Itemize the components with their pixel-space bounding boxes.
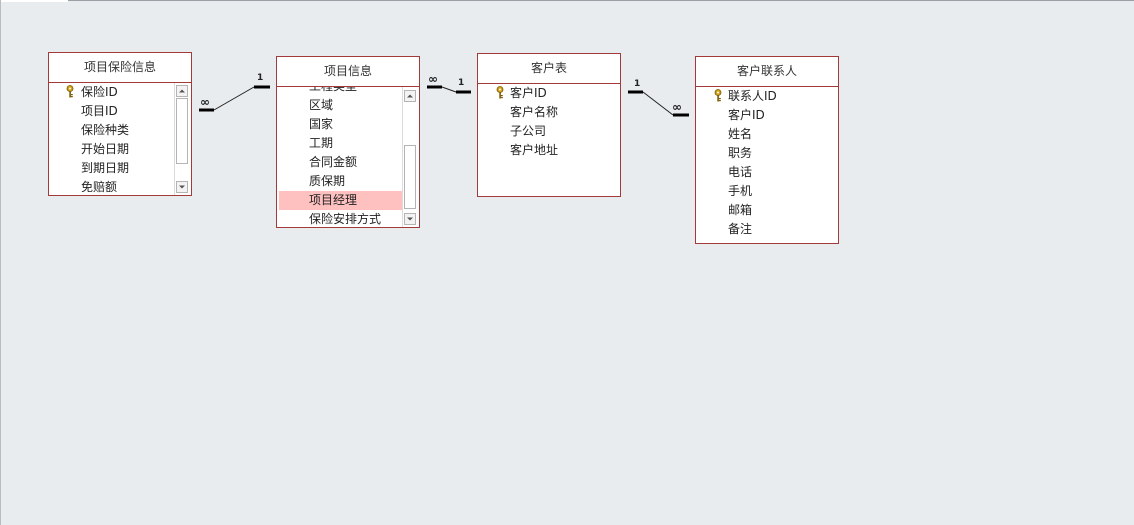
scroll-down-icon[interactable] <box>176 181 188 193</box>
field-item[interactable]: 客户ID <box>728 108 765 122</box>
rel1-many-label: ∞ <box>200 95 210 109</box>
relationship-project-customer[interactable] <box>427 85 471 94</box>
table-customer[interactable]: 客户表 客户ID 客户名称 子公司 客户地址 <box>477 53 621 197</box>
field-item[interactable]: 客户ID <box>510 86 547 100</box>
scroll-up-icon[interactable] <box>176 85 188 97</box>
field-item[interactable]: 保险安排方式 <box>309 212 382 226</box>
relationship-customer-contact[interactable] <box>628 90 689 117</box>
field-item[interactable]: 手机 <box>728 184 753 198</box>
rel3-one-label: 1 <box>634 79 641 89</box>
field-item[interactable]: 免赔额 <box>81 180 118 194</box>
rel1-one-label: 1 <box>257 73 264 83</box>
field-item[interactable]: 到期日期 <box>81 161 130 175</box>
field-item[interactable]: 子公司 <box>510 124 547 138</box>
scroll-thumb[interactable] <box>404 145 416 209</box>
field-item[interactable]: 项目ID <box>81 104 118 118</box>
field-item-selected[interactable]: 项目经理 <box>279 191 402 210</box>
field-list[interactable]: 工程类型 区域 国家 工期 合同金额 质保期 项目经理 保险安排方式 <box>277 87 419 227</box>
rel3-many-label: ∞ <box>672 100 682 114</box>
field-item[interactable]: 合同金额 <box>309 155 358 169</box>
table-project-info[interactable]: 项目信息 工程类型 区域 国家 工期 合同金额 质保期 项目经理 保险安排方式 <box>276 56 420 228</box>
scroll-thumb[interactable] <box>176 98 188 164</box>
field-item[interactable]: 客户地址 <box>510 143 559 157</box>
field-list[interactable]: 联系人ID 客户ID 姓名 职务 电话 手机 邮箱 备注 <box>696 87 838 243</box>
primary-key-icon <box>714 89 722 102</box>
scroll-up-icon[interactable] <box>404 90 416 102</box>
table-title[interactable]: 项目信息 <box>277 57 419 87</box>
field-list[interactable]: 客户ID 客户名称 子公司 客户地址 <box>478 84 620 196</box>
vertical-scrollbar[interactable] <box>174 83 190 195</box>
window-top-border <box>0 0 1134 1</box>
field-item[interactable]: 备注 <box>728 222 753 236</box>
field-item[interactable]: 保险ID <box>81 85 118 99</box>
relationship-insurance-project[interactable] <box>199 85 270 112</box>
field-item[interactable]: 国家 <box>309 117 334 131</box>
table-title[interactable]: 项目保险信息 <box>49 53 191 83</box>
field-list[interactable]: 保险ID 项目ID 保险种类 开始日期 到期日期 免赔额 <box>49 83 191 195</box>
rel2-many-label: ∞ <box>428 72 438 86</box>
field-item[interactable]: 工期 <box>309 136 334 150</box>
field-item[interactable]: 开始日期 <box>81 142 130 156</box>
field-item[interactable]: 姓名 <box>728 127 753 141</box>
window-left-border <box>0 0 1 525</box>
field-item[interactable]: 邮箱 <box>728 203 753 217</box>
table-title[interactable]: 客户表 <box>478 54 620 84</box>
field-item[interactable]: 工程类型 <box>309 87 357 96</box>
field-item[interactable]: 客户名称 <box>510 105 559 119</box>
primary-key-icon <box>66 85 74 98</box>
field-item[interactable]: 职务 <box>728 146 753 160</box>
table-title[interactable]: 客户联系人 <box>696 57 838 87</box>
rel2-one-label: 1 <box>458 78 465 88</box>
field-item[interactable]: 联系人ID <box>728 89 777 103</box>
vertical-scrollbar[interactable] <box>402 87 418 227</box>
primary-key-icon <box>496 86 504 99</box>
field-item[interactable]: 保险种类 <box>81 123 130 137</box>
field-item[interactable]: 质保期 <box>309 174 346 188</box>
scroll-down-icon[interactable] <box>404 213 416 225</box>
field-item[interactable]: 区域 <box>309 98 334 112</box>
field-item[interactable]: 电话 <box>728 165 753 179</box>
tab-strip-edge <box>0 0 68 2</box>
table-project-insurance[interactable]: 项目保险信息 保险ID 项目ID 保险种类 开始日期 到期日期 免赔额 <box>48 52 192 196</box>
table-customer-contact[interactable]: 客户联系人 联系人ID 客户ID 姓名 职务 电话 手机 邮箱 备注 <box>695 56 839 244</box>
